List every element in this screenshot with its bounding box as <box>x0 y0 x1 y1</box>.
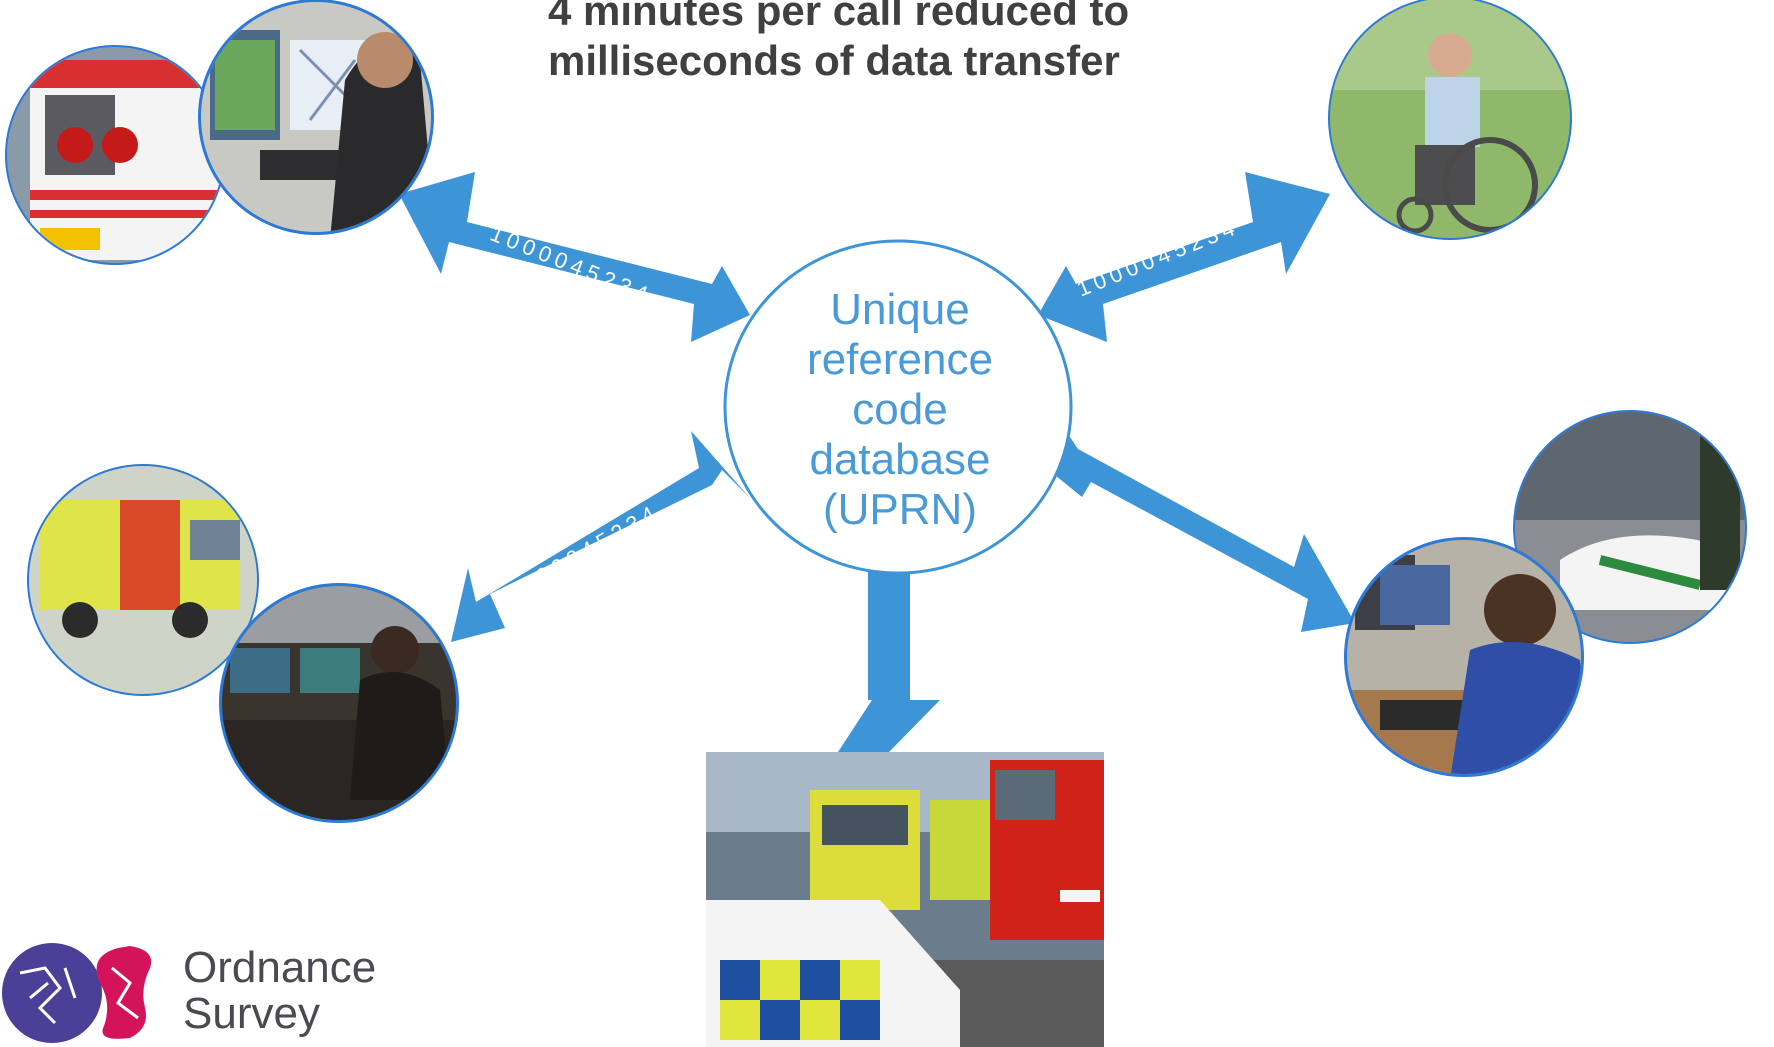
ordnance-survey-wordmark: Ordnance Survey <box>183 945 376 1037</box>
logo-line-1: Ordnance <box>183 943 377 992</box>
arrow-bottom-right <box>1040 434 1355 632</box>
wheelchair-user-photo <box>1328 0 1572 240</box>
headline-line-2: milliseconds of data transfer <box>548 37 1120 84</box>
control-room-photo <box>219 583 459 823</box>
hub-line-3: code <box>852 385 948 434</box>
os-logo-o-mark <box>2 943 102 1043</box>
fire-engine-photo <box>27 464 259 696</box>
hub-line-4: database <box>809 435 991 484</box>
hub-line-1: Unique <box>830 285 970 334</box>
ambulance-photo <box>5 45 225 265</box>
arrow-down <box>838 571 940 752</box>
arrow-top-left <box>399 172 750 342</box>
call-handler-photo <box>198 0 434 235</box>
hub-line-5: (UPRN) <box>823 485 977 534</box>
arrow-top-right <box>1038 172 1330 342</box>
hub-line-2: reference <box>807 335 993 384</box>
headline-line-1: 4 minutes per call reduced to <box>548 0 1130 34</box>
uprn-hub-label: Unique reference code database (UPRN) <box>770 285 1030 535</box>
logo-line-2: Survey <box>183 989 320 1038</box>
uprn-hub-circle <box>723 239 1073 575</box>
arrow-bottom-left <box>451 431 750 642</box>
headline: 4 minutes per call reduced to millisecon… <box>548 0 1308 86</box>
ordnance-survey-logo <box>2 943 152 1043</box>
police-car-photo <box>1513 410 1747 644</box>
emergency-vehicles-photo <box>706 752 1104 1047</box>
